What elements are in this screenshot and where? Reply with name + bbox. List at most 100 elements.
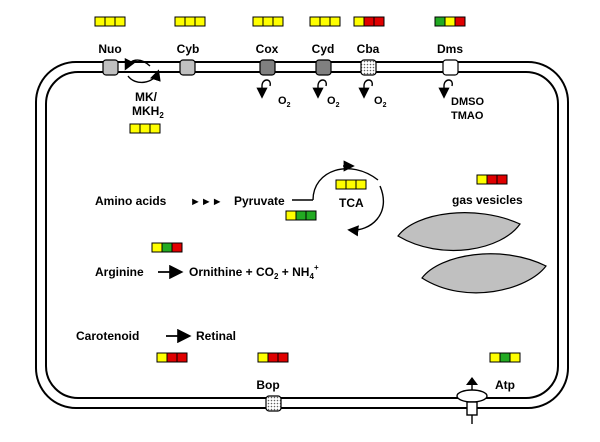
expression-cell-yellow <box>309 16 321 27</box>
expression-cell-yellow <box>151 242 163 253</box>
label-mk: MK/ <box>135 90 158 104</box>
label-o2-cyd-base: O <box>327 95 336 107</box>
label-nh4-sup: + <box>314 263 319 272</box>
label-plus-nh: + NH <box>278 265 309 279</box>
expression-box-tca <box>335 179 367 190</box>
expression-cell-green <box>434 16 446 27</box>
expression-cell-yellow <box>139 123 151 134</box>
label-cba: Cba <box>357 42 380 56</box>
expression-cell-yellow <box>257 352 269 363</box>
label-carotenoid: Carotenoid <box>76 329 139 343</box>
cell-membrane-outer <box>35 61 569 409</box>
tca-cycle-upper-arc <box>312 168 379 201</box>
protein-bop <box>265 395 282 412</box>
label-cyb: Cyb <box>177 42 200 56</box>
expression-cell-yellow <box>194 16 206 27</box>
expression-cell-yellow <box>184 16 196 27</box>
expression-cell-yellow <box>476 174 488 185</box>
expression-cell-yellow <box>285 210 297 221</box>
label-mkh2: MKH2 <box>132 104 164 120</box>
mk-cycle-arrow-bottom <box>127 69 161 83</box>
label-gas-vesicles: gas vesicles <box>452 193 523 207</box>
label-cyd: Cyd <box>312 42 335 56</box>
label-mkh2-sub: 2 <box>159 111 164 120</box>
expression-cell-yellow <box>355 179 367 190</box>
expression-cell-green <box>161 242 173 253</box>
triple-arrow-icon: ►►► <box>190 196 223 208</box>
label-tca: TCA <box>339 196 364 210</box>
label-o2-cox-base: O <box>278 95 287 107</box>
expression-cell-yellow <box>252 16 264 27</box>
label-dms: Dms <box>437 42 463 56</box>
label-cox: Cox <box>256 42 279 56</box>
cba-o2-arrow <box>358 79 373 99</box>
expression-box-gas-vesicles <box>476 174 508 185</box>
expression-cell-yellow <box>262 16 274 27</box>
expression-cell-yellow <box>174 16 186 27</box>
cox-o2-arrow <box>256 79 271 99</box>
atp-synthase-icon <box>456 377 488 424</box>
label-dmso: DMSO <box>451 96 484 108</box>
expression-cell-yellow <box>319 16 331 27</box>
expression-cell-yellow <box>489 352 501 363</box>
label-arginine: Arginine <box>95 265 144 279</box>
expression-cell-red <box>166 352 178 363</box>
label-retinal: Retinal <box>196 329 236 343</box>
expression-cell-yellow <box>509 352 521 363</box>
label-ornithine-co: Ornithine + CO <box>189 265 274 279</box>
expression-box-cox <box>252 16 284 27</box>
protein-nuo <box>102 59 119 76</box>
gas-vesicle-front <box>397 212 521 252</box>
protein-cyb <box>179 59 196 76</box>
protein-cyd <box>315 59 332 76</box>
expression-box-nuo <box>94 16 126 27</box>
expression-box-dms <box>434 16 466 27</box>
label-tmao: TMAO <box>451 110 484 122</box>
expression-box-mk <box>129 123 161 134</box>
expression-cell-yellow <box>345 179 357 190</box>
protein-cox <box>259 59 276 76</box>
expression-cell-green <box>295 210 307 221</box>
label-bop: Bop <box>256 378 279 392</box>
expression-cell-yellow <box>149 123 161 134</box>
label-amino-acids: Amino acids <box>95 194 167 208</box>
expression-box-cyb <box>174 16 206 27</box>
expression-cell-red <box>277 352 289 363</box>
label-o2-cox: O2 <box>278 95 291 109</box>
expression-cell-red <box>454 16 466 27</box>
protein-dms <box>442 59 459 76</box>
dms-arrow <box>438 79 453 99</box>
gas-vesicle-back <box>421 253 547 294</box>
label-co2-sub: 2 <box>274 272 279 281</box>
label-o2-cox-sub: 2 <box>287 102 291 109</box>
label-o2-cba-base: O <box>374 95 383 107</box>
expression-cell-yellow <box>272 16 284 27</box>
expression-box-atp <box>489 352 521 363</box>
mk-cycle-arrow-top <box>124 57 151 71</box>
expression-cell-yellow <box>335 179 347 190</box>
expression-cell-yellow <box>94 16 106 27</box>
cell-membrane-inner <box>45 71 559 399</box>
expression-box-arginine <box>151 242 183 253</box>
expression-cell-red <box>373 16 385 27</box>
expression-cell-red <box>171 242 183 253</box>
label-o2-cba: O2 <box>374 95 387 109</box>
label-atp: Atp <box>495 378 515 392</box>
expression-cell-red <box>176 352 188 363</box>
expression-cell-green <box>499 352 511 363</box>
expression-box-carotenoid <box>156 352 188 363</box>
expression-cell-yellow <box>444 16 456 27</box>
label-nuo: Nuo <box>98 42 121 56</box>
label-ornithine-equation: Ornithine + CO2 + NH4+ <box>189 263 319 281</box>
expression-cell-red <box>496 174 508 185</box>
expression-box-cyd <box>309 16 341 27</box>
label-pyruvate: Pyruvate <box>234 194 285 208</box>
expression-cell-yellow <box>129 123 141 134</box>
expression-cell-yellow <box>329 16 341 27</box>
label-mkh2-base: MKH <box>132 104 159 118</box>
expression-cell-red <box>486 174 498 185</box>
protein-cba <box>360 59 377 76</box>
expression-cell-yellow <box>104 16 116 27</box>
tca-cycle-lower-arc <box>347 185 385 237</box>
